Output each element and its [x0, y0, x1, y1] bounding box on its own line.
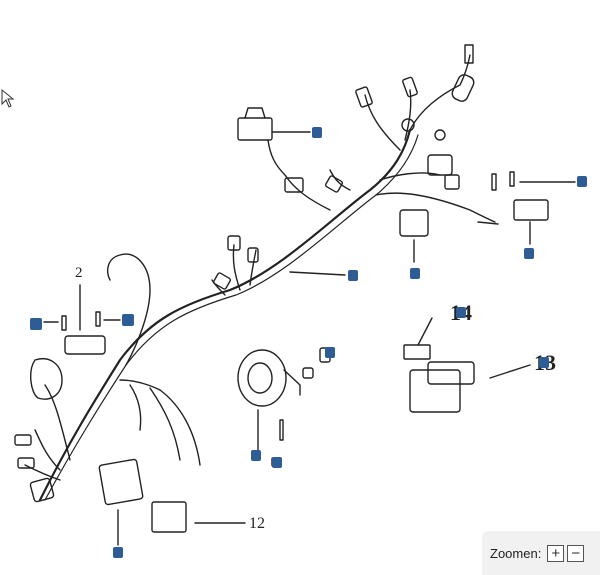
- zoom-label: Zoomen:: [490, 545, 542, 561]
- part-hotspot-cdi[interactable]: [113, 547, 123, 558]
- part-hotspot-socket-13[interactable]: [539, 357, 549, 368]
- part-hotspot-switch[interactable]: [410, 268, 420, 279]
- part-hotspot-rectifier[interactable]: [577, 176, 587, 187]
- part-hotspot-rectifier-bottom[interactable]: [524, 248, 534, 259]
- part-hotspot-coil-left[interactable]: [30, 318, 42, 330]
- part-hotspot-relay[interactable]: [312, 127, 322, 138]
- part-label-12: 12: [249, 515, 265, 532]
- part-hotspot-horn[interactable]: [251, 450, 261, 461]
- part-hotspot-socket-14[interactable]: [456, 307, 466, 318]
- zoom-panel: Zoomen: + −: [482, 531, 600, 575]
- part-hotspot-horn-top[interactable]: [325, 347, 335, 358]
- zoom-out-button[interactable]: −: [567, 544, 585, 562]
- part-hotspot-horn-bolt[interactable]: [272, 457, 282, 468]
- mouse-cursor-icon: [1, 88, 15, 108]
- part-hotspot-coil-right[interactable]: [122, 314, 134, 326]
- part-label-2: 2: [75, 265, 83, 281]
- zoom-in-button[interactable]: +: [547, 544, 565, 562]
- part-hotspot-main-harness[interactable]: [348, 270, 358, 281]
